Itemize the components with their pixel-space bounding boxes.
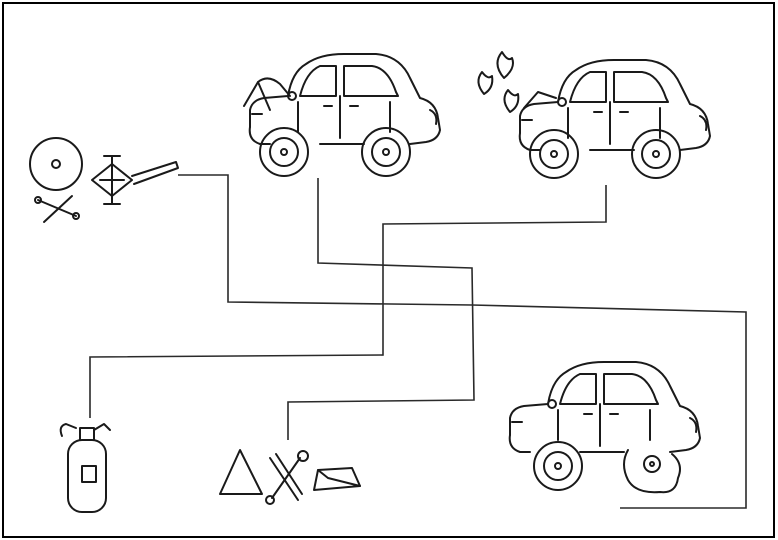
wheel-chock-icon: [313, 467, 361, 491]
car-flat-tire-icon: [508, 361, 701, 494]
connector-lines: [89, 174, 747, 509]
car-hood-open-icon: [243, 53, 441, 177]
spare-tire-icon: [29, 137, 83, 191]
connector-open-hood-to-tools: [287, 178, 475, 440]
car-jack-icon: [91, 155, 179, 205]
flat-tire-icon: [623, 449, 681, 494]
warning-triangle-tools-icon: [219, 449, 361, 505]
connector-tire-jack-to-flat-car: [178, 174, 747, 509]
cross-wrench-icon: [34, 195, 80, 223]
tire-jack-wrench-icon: [29, 137, 179, 223]
connector-fire-car-to-extinguisher: [89, 185, 607, 418]
fire-extinguisher-icon: [59, 423, 111, 513]
tools-icon: [265, 450, 309, 505]
car-engine-fire-icon: [477, 51, 711, 179]
warning-triangle-icon: [219, 449, 263, 495]
flame-icon: [477, 51, 520, 113]
